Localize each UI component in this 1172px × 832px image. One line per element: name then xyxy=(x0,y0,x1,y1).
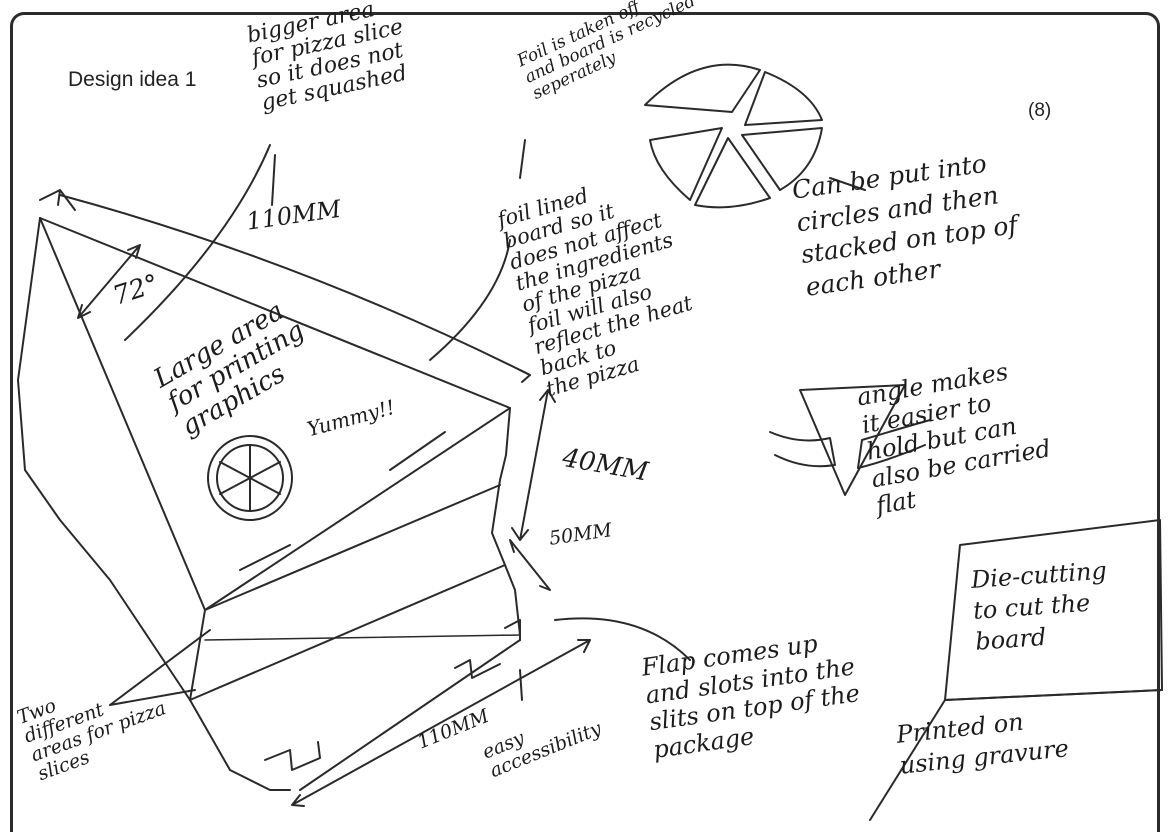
marks-label: (8) xyxy=(1028,100,1052,121)
slot-dash-2 xyxy=(239,544,291,571)
page-border xyxy=(10,12,1160,832)
box-outline-back xyxy=(17,217,291,791)
dim-angle-arrow xyxy=(77,244,141,319)
leader-110 xyxy=(271,154,276,206)
dim-40-arrow xyxy=(511,389,556,541)
leader-circles xyxy=(829,177,866,191)
arrow-top-right xyxy=(519,369,531,383)
tab-2 xyxy=(454,659,501,679)
slot-dash-1 xyxy=(389,431,446,471)
leader-flap xyxy=(554,617,691,661)
shelf-line-3 xyxy=(204,634,521,641)
leader-foil xyxy=(519,139,526,179)
note-die-cutting: Die-cutting to cut the board xyxy=(970,556,1108,657)
hand-icon xyxy=(769,384,931,496)
arrow-top-left xyxy=(39,189,76,211)
leader-foil-lined xyxy=(429,239,511,361)
pizza-slices-circle-icon xyxy=(644,63,823,209)
leader-two-areas xyxy=(109,629,211,706)
tab-1 xyxy=(264,741,321,771)
pizza-icon xyxy=(207,435,293,521)
shelf-line-2 xyxy=(189,564,506,701)
design-title: Design idea 1 xyxy=(68,68,197,91)
box-outline-front xyxy=(39,217,521,636)
tab-3 xyxy=(504,619,521,641)
dim-50-arrow xyxy=(509,539,551,591)
dim-line-top xyxy=(59,194,531,376)
lid-edge xyxy=(204,407,511,611)
leader-bigger-area xyxy=(124,144,271,341)
leader-accessibility xyxy=(519,669,523,701)
printed-box xyxy=(869,689,1163,821)
dim-110-bottom-arrow xyxy=(291,639,591,807)
shelf-line-1 xyxy=(204,484,501,611)
base-edge xyxy=(299,639,521,791)
